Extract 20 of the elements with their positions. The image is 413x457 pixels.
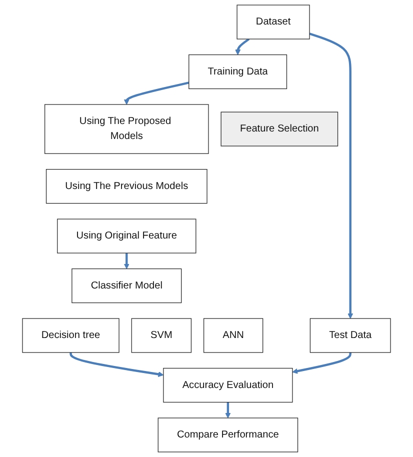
node-box: SVM: [131, 318, 192, 353]
node-box: Classifier Model: [72, 268, 182, 304]
node-box: Using Original Feature: [57, 218, 196, 254]
arrow: [124, 253, 130, 270]
node-box: Feature Selection: [220, 112, 338, 146]
node-box: Dataset: [236, 4, 310, 40]
arrow: [309, 32, 354, 319]
node-box: Using The Previous Models: [46, 169, 208, 204]
node-box: Decision tree: [22, 318, 120, 353]
node-box: ANN: [203, 318, 264, 353]
arrow: [124, 82, 190, 105]
arrow: [292, 352, 352, 374]
arrow: [235, 38, 250, 56]
arrow: [70, 352, 164, 377]
node-box: Accuracy Evaluation: [163, 368, 293, 403]
node-box: Using The Proposed Models: [44, 104, 209, 154]
node-box: Training Data: [188, 54, 288, 90]
arrow: [225, 402, 231, 418]
node-box: Test Data: [310, 318, 391, 353]
node-box: Compare Performance: [158, 418, 298, 452]
